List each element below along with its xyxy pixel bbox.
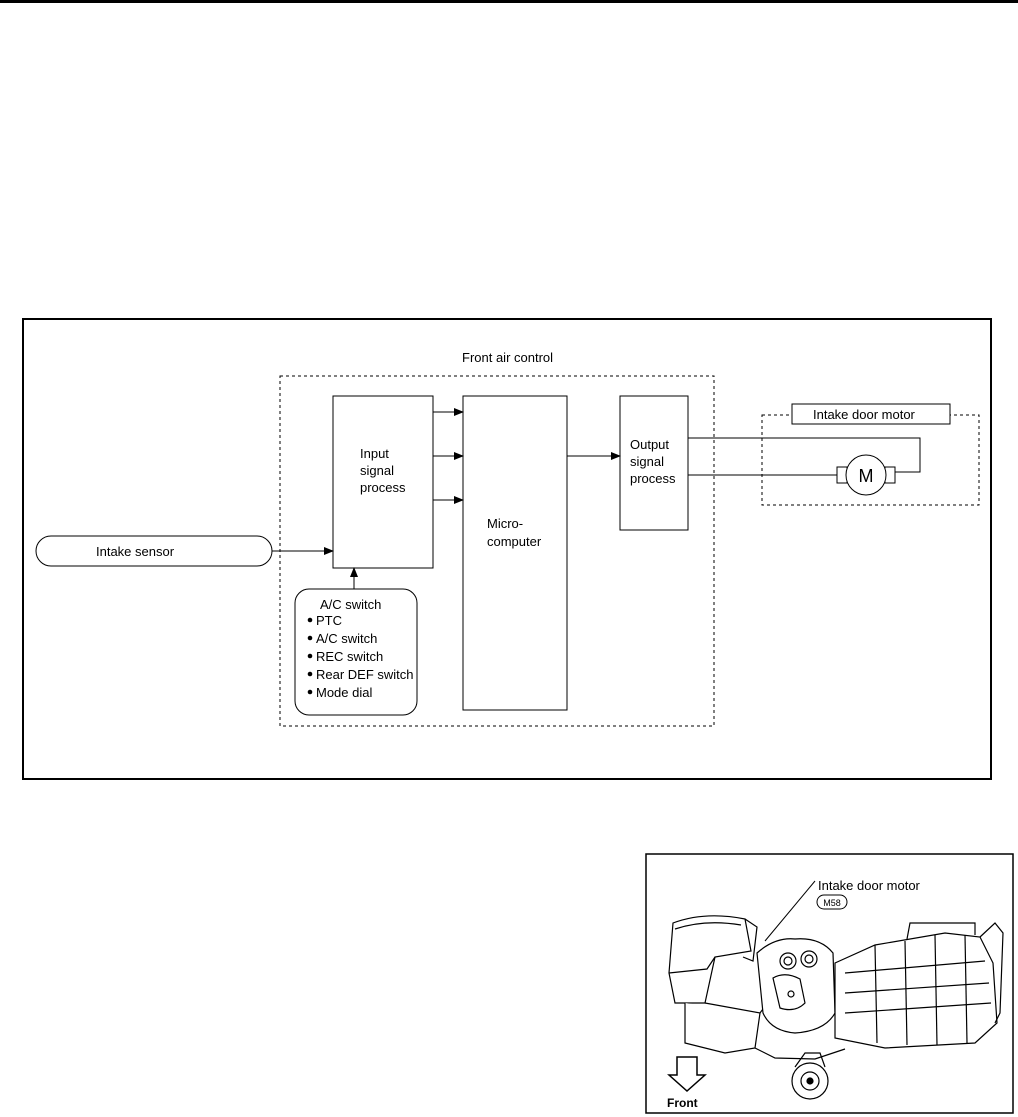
front-label: Front — [667, 1096, 698, 1110]
callout-leader — [764, 880, 816, 942]
input-block-line-1: Input — [360, 446, 389, 461]
connector-label: M58 — [823, 898, 841, 908]
front-arrow-icon — [667, 1056, 707, 1093]
top-rule — [0, 0, 1018, 3]
svg-text:A/C switch: A/C switch — [316, 631, 377, 646]
ac-switch-item-4: Rear DEF switch — [307, 667, 414, 682]
ac-switch-item-2: A/C switch — [307, 631, 377, 646]
svg-text:Rear DEF switch: Rear DEF switch — [316, 667, 414, 682]
component-label: Intake door motor — [818, 878, 921, 893]
intake-door-motor-location-illustration: Intake door motor M58 Front — [645, 853, 1014, 1114]
svg-text:PTC: PTC — [316, 613, 342, 628]
motor-symbol-letter: M — [859, 466, 874, 486]
front-air-control-label: Front air control — [462, 350, 553, 365]
diagram-frame — [22, 318, 992, 780]
input-signal-process-block — [332, 395, 434, 569]
svg-text:Mode dial: Mode dial — [316, 685, 372, 700]
input-block-line-2: signal — [360, 463, 394, 478]
connector-badge — [816, 894, 848, 910]
microcomputer-block — [462, 395, 568, 711]
micro-block-line-1: Micro- — [487, 516, 523, 531]
output-signal-process-block — [619, 395, 689, 531]
micro-block-line-2: computer — [487, 534, 542, 549]
svg-text:REC switch: REC switch — [316, 649, 383, 664]
ac-switch-title: A/C switch — [320, 597, 381, 612]
intake-door-control-diagram: Front air control Input signal process M… — [22, 318, 992, 780]
motor-wire-upper — [688, 437, 921, 473]
input-block-line-3: process — [360, 480, 406, 495]
output-block-line-2: signal — [630, 454, 664, 469]
intake-sensor-label: Intake sensor — [96, 544, 175, 559]
motor-symbol — [845, 454, 887, 496]
ac-switch-item-3: REC switch — [307, 649, 383, 664]
heater-unit-illustration — [668, 915, 1004, 1100]
output-block-line-1: Output — [630, 437, 669, 452]
intake-door-motor-label-box — [791, 403, 951, 425]
ac-switch-item-1: PTC — [307, 613, 342, 628]
ac-switch-item-5: Mode dial — [307, 685, 372, 700]
ac-switch-box — [294, 588, 418, 716]
intake-door-motor-label: Intake door motor — [813, 407, 916, 422]
illustration-frame — [645, 853, 1014, 1114]
output-block-line-3: process — [630, 471, 676, 486]
